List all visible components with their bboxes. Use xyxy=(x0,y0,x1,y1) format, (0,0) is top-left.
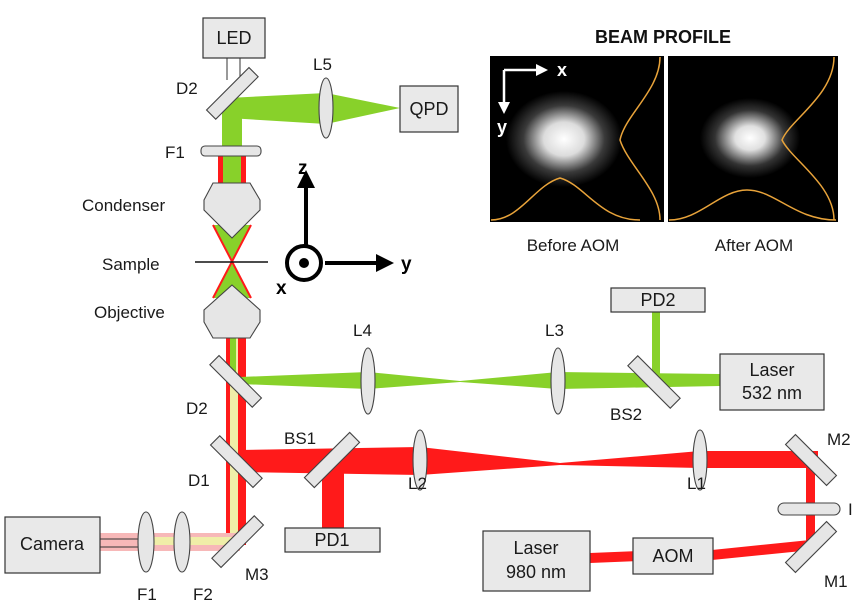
x-axis-dot xyxy=(299,258,309,268)
laser980-line2: 980 nm xyxy=(506,562,566,582)
label-d2-mid: D2 xyxy=(186,399,208,418)
iris xyxy=(777,502,841,516)
dichroic-d1 xyxy=(209,435,263,489)
laser980-box xyxy=(482,530,591,592)
green-beam-horizontal xyxy=(240,372,720,389)
filter-f1-top xyxy=(200,145,262,157)
label-l1: L1 xyxy=(687,474,706,493)
beam-focus-lower xyxy=(213,262,251,298)
caption-after: After AOM xyxy=(715,236,793,255)
label-condenser: Condenser xyxy=(82,196,166,215)
pd1-box xyxy=(284,527,381,553)
lens-l2 xyxy=(412,429,428,491)
aom-box xyxy=(632,537,714,575)
y-arrowhead xyxy=(376,254,394,272)
laser980-line1: Laser xyxy=(513,538,558,558)
mirror-m3 xyxy=(211,515,265,569)
label-d1: D1 xyxy=(188,471,210,490)
inset-y-arrowhead xyxy=(498,102,510,114)
aom-label: AOM xyxy=(652,546,693,566)
green-beam-vertical-bottom xyxy=(230,335,236,380)
z-arrowhead xyxy=(297,170,315,188)
camera-label: Camera xyxy=(20,534,85,554)
led-beam-vertical xyxy=(230,335,238,545)
filter-f1-bottom xyxy=(137,511,155,573)
caption-before: Before AOM xyxy=(527,236,620,255)
inset-y-label: y xyxy=(497,117,507,137)
z-axis-label: z xyxy=(298,158,308,179)
label-m2: M2 xyxy=(827,430,851,449)
label-f2: F2 xyxy=(193,585,213,604)
label-l4: L4 xyxy=(353,321,372,340)
profile-before-x-curve xyxy=(490,177,641,221)
ir-beam-pd1 xyxy=(322,470,344,528)
label-iris: I xyxy=(848,500,853,519)
label-l5: L5 xyxy=(313,55,332,74)
beam-profile-before: x y xyxy=(490,56,664,222)
pd2-box xyxy=(610,287,706,313)
qpd-label: QPD xyxy=(409,99,448,119)
lens-l1 xyxy=(692,429,708,491)
beam-profile-title: BEAM PROFILE xyxy=(595,27,731,47)
dichroic-d2-mid xyxy=(209,354,263,408)
objective xyxy=(203,284,261,339)
profile-before-y-curve xyxy=(619,56,661,221)
dichroic-d2-top xyxy=(205,66,259,120)
camera-beam-core xyxy=(150,537,240,545)
y-axis-label: y xyxy=(401,254,412,275)
label-d2-top: D2 xyxy=(176,79,198,98)
ir-beam-horizontal xyxy=(240,447,818,475)
camera-box xyxy=(4,516,101,574)
beam-focus-upper xyxy=(213,225,251,262)
green-beam-vertical-top xyxy=(222,100,242,190)
mirror-m1 xyxy=(784,520,838,574)
lens-l4 xyxy=(360,347,376,415)
ir-beam-m2-m1 xyxy=(806,458,815,544)
laser532-line1: Laser xyxy=(749,360,794,380)
beam-profile-after xyxy=(668,56,838,222)
label-bs1: BS1 xyxy=(284,429,316,448)
lens-l5 xyxy=(318,77,334,139)
label-m1: M1 xyxy=(824,572,848,591)
filter-f2 xyxy=(173,511,191,573)
inset-x-label: x xyxy=(557,60,567,80)
pd1-label: PD1 xyxy=(314,530,349,550)
condenser xyxy=(203,182,261,239)
ir-beam-vertical-top xyxy=(218,148,223,190)
green-beam-pd2 xyxy=(652,312,660,382)
profile-after-spot xyxy=(700,98,800,178)
label-bs2: BS2 xyxy=(610,405,642,424)
led-box xyxy=(202,17,266,59)
beamsplitter-bs2 xyxy=(627,355,681,409)
qpd-box xyxy=(399,85,459,133)
profile-after-y-curve xyxy=(781,56,835,221)
laser532-box xyxy=(719,353,825,411)
label-l2: L2 xyxy=(408,474,427,493)
label-f1-bottom: F1 xyxy=(137,585,157,604)
coordinate-axes: z y x xyxy=(276,158,412,299)
label-objective: Objective xyxy=(94,303,165,322)
led-label: LED xyxy=(216,28,251,48)
green-beam-qpd xyxy=(228,93,400,124)
label-m3: M3 xyxy=(245,565,269,584)
mirror-m2 xyxy=(784,433,838,487)
label-f1-top: F1 xyxy=(165,143,185,162)
laser532-line2: 532 nm xyxy=(742,383,802,403)
x-axis-label: x xyxy=(276,278,287,299)
inset-x-arrowhead xyxy=(536,64,548,76)
label-l3: L3 xyxy=(545,321,564,340)
profile-after-x-curve xyxy=(668,189,837,221)
beamsplitter-bs1 xyxy=(303,431,361,489)
pd2-label: PD2 xyxy=(640,290,675,310)
ir-beam-vertical-top-right xyxy=(241,148,246,190)
label-sample: Sample xyxy=(102,255,160,274)
lens-l3 xyxy=(550,347,566,415)
profile-before-spot xyxy=(506,91,622,187)
